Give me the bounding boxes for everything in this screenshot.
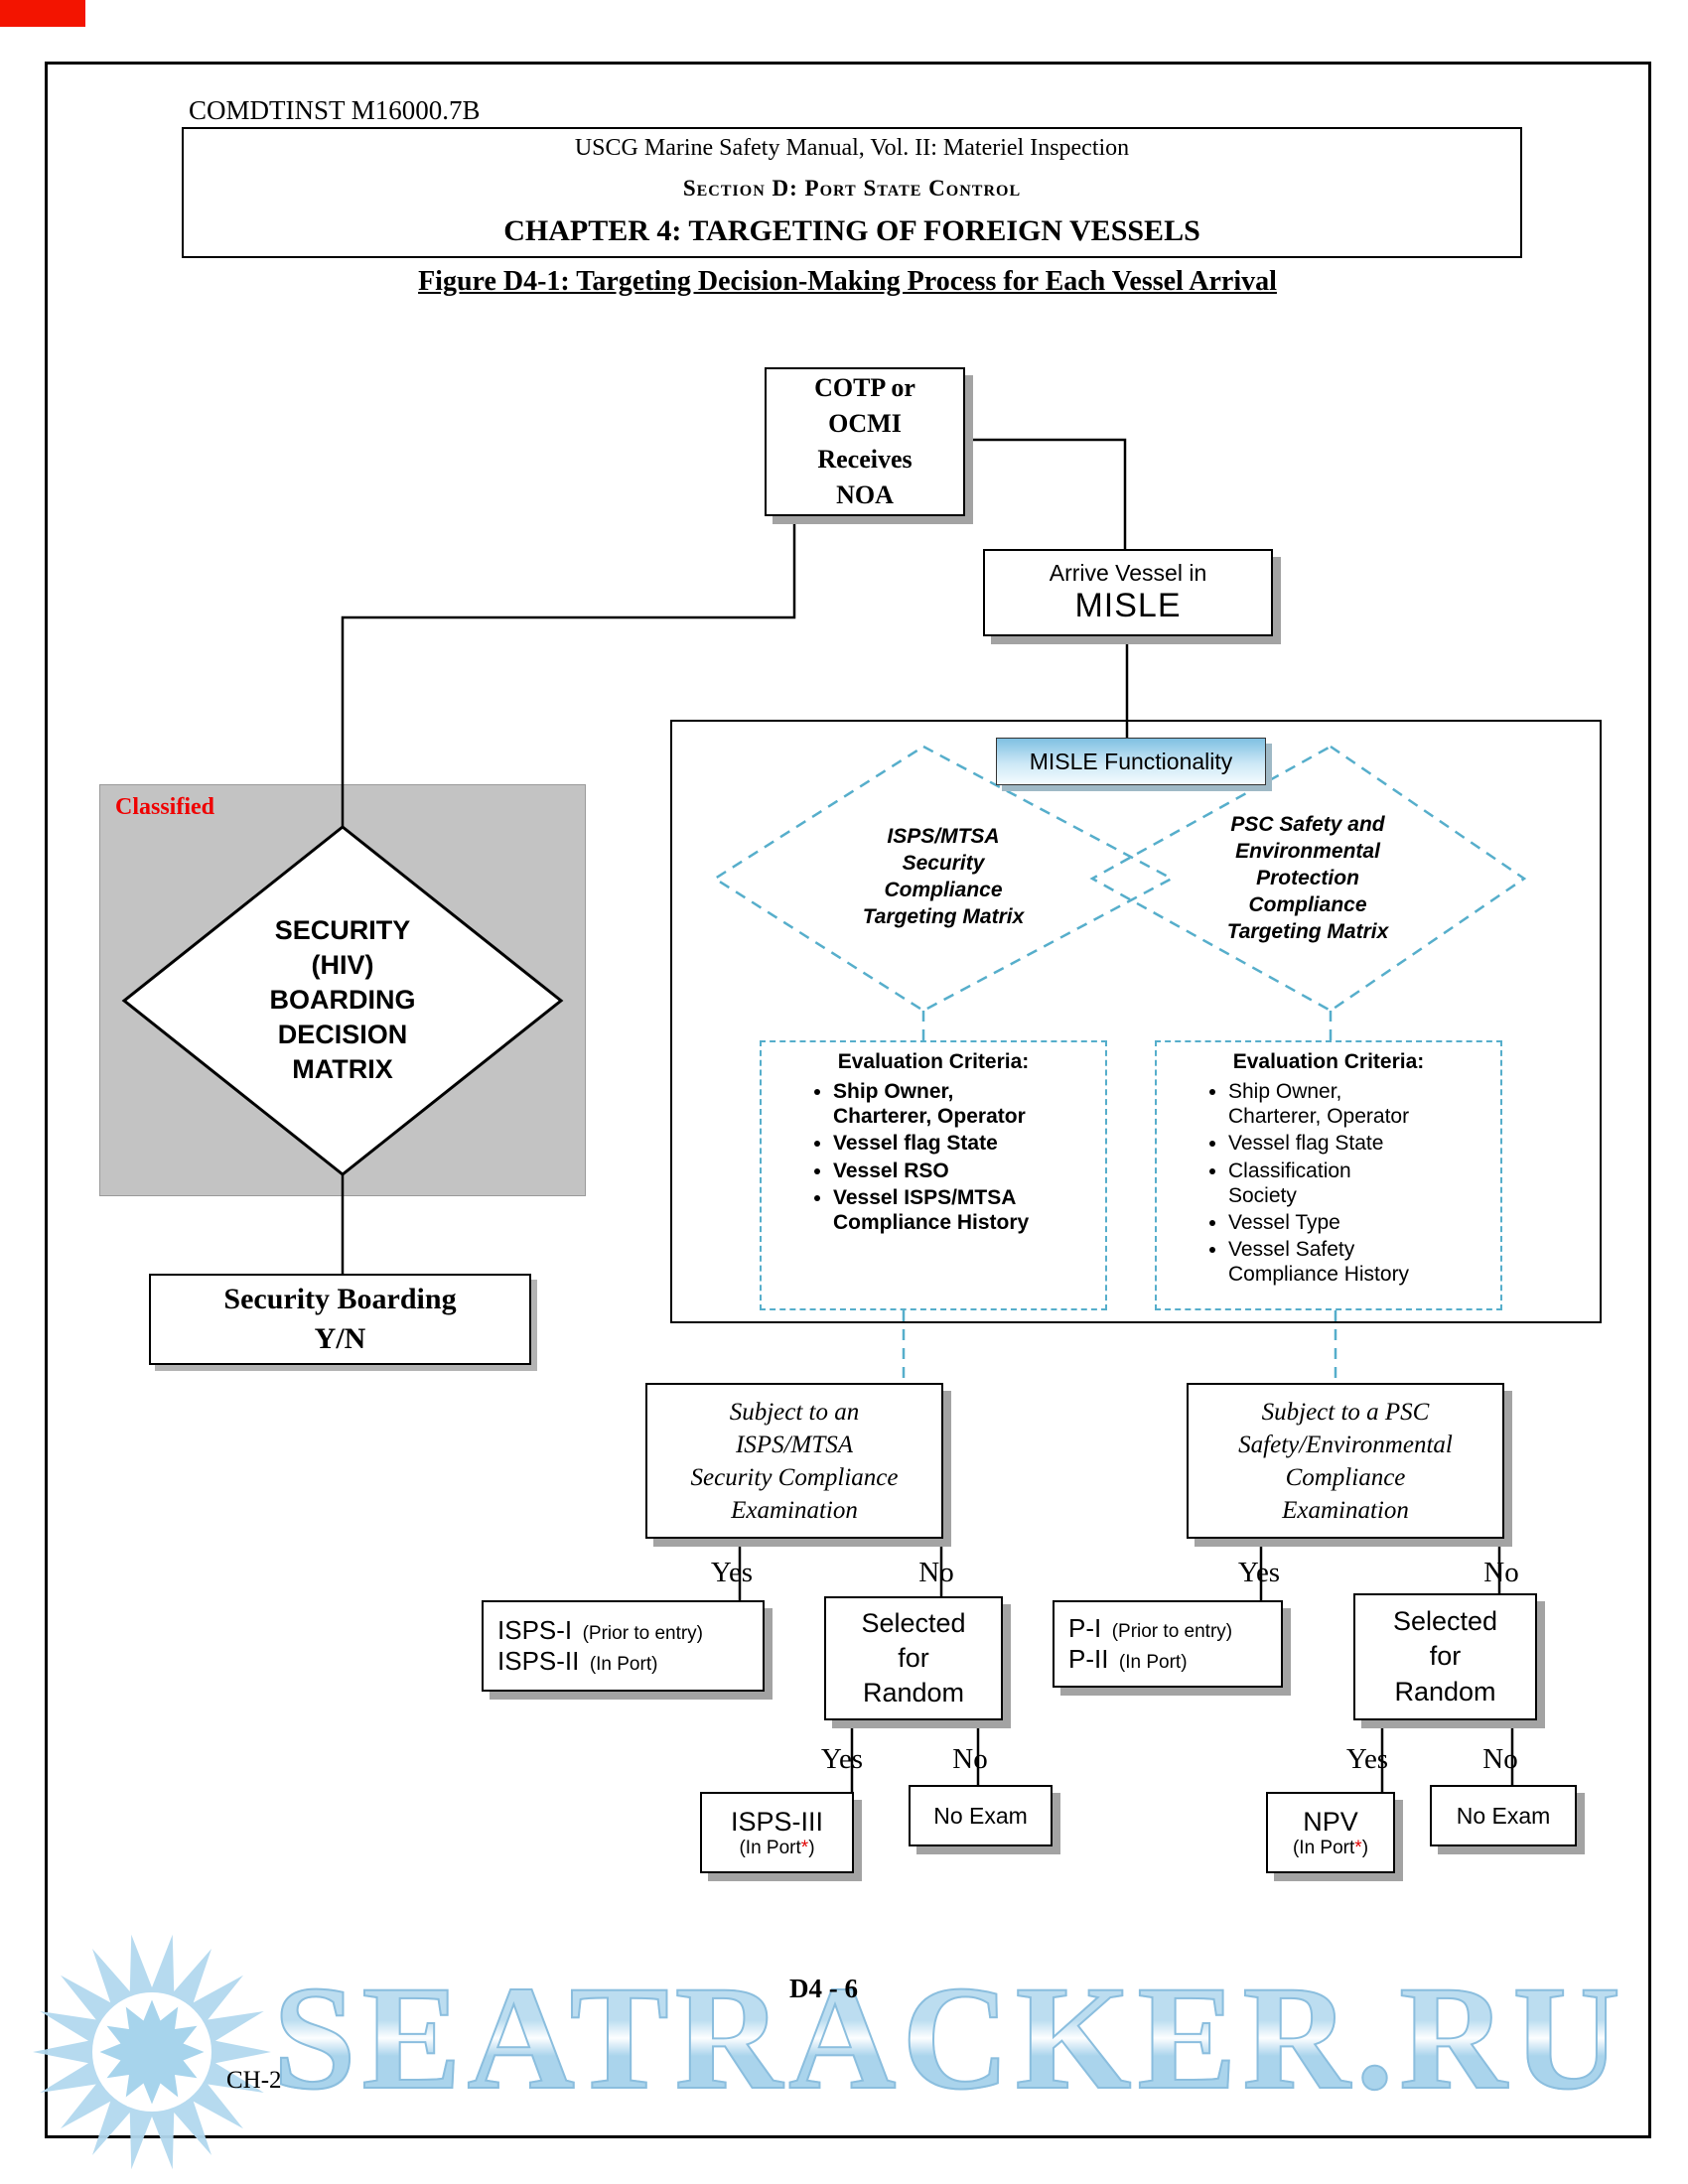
security-boarding-decision-matrix-label: SECURITY (HIV) BOARDING DECISION MATRIX xyxy=(269,915,416,1085)
misle-functionality-container xyxy=(670,720,1602,1323)
psc-matrix-diamond-label: PSC Safety and Environmental Protection … xyxy=(1226,813,1389,943)
npv-note-asterisk: * xyxy=(1354,1837,1362,1858)
isps-3-note-asterisk: * xyxy=(800,1837,809,1858)
p-1-row: P-I (Prior to entry) xyxy=(1068,1613,1232,1644)
p-2-label: P-II xyxy=(1068,1644,1109,1674)
page-number: D4 - 6 xyxy=(789,1974,858,2003)
criteria-bullet: Classification Society xyxy=(1228,1159,1500,1208)
isps-3-note-post: ) xyxy=(808,1837,815,1858)
chapter-title: CHAPTER 4: TARGETING OF FOREIGN VESSELS xyxy=(503,214,1200,247)
no-exam-left-box: No Exam xyxy=(909,1785,1053,1846)
isps-1-note: (Prior to entry) xyxy=(582,1623,704,1644)
red-corner-mark xyxy=(0,0,85,27)
misle-line: MISLE xyxy=(1074,587,1182,624)
subject-isps-exam-box: Subject to an ISPS/MTSA Security Complia… xyxy=(645,1383,943,1539)
yes-label-selected-right: Yes xyxy=(1345,1743,1389,1775)
no-label-subject-right: No xyxy=(1483,1557,1519,1588)
p-1-note: (Prior to entry) xyxy=(1111,1621,1233,1642)
comdtinst-number: COMDTINST M16000.7B xyxy=(189,95,481,125)
isps-3-label: ISPS-III xyxy=(730,1806,824,1837)
criteria-bullet: Vessel RSO xyxy=(833,1159,1105,1183)
isps-matrix-diamond-label: ISPS/MTSA Security Compliance Targeting … xyxy=(862,825,1025,928)
isps-2-note: (In Port) xyxy=(589,1654,658,1675)
watermark-sun-core xyxy=(119,2019,185,2085)
criteria-bullet: Vessel flag State xyxy=(833,1131,1105,1156)
page-border xyxy=(45,62,1651,2138)
no-label-selected-left: No xyxy=(952,1743,988,1775)
p-1-label: P-I xyxy=(1068,1613,1102,1643)
isps-2-label: ISPS-II xyxy=(497,1646,580,1676)
watermark-sun-logo xyxy=(33,1934,271,2170)
classified-label: Classified xyxy=(115,794,215,820)
evaluation-criteria-left-list: Ship Owner, Charterer, OperatorVessel fl… xyxy=(762,1079,1105,1235)
yes-label-subject-right: Yes xyxy=(1237,1557,1281,1588)
evaluation-criteria-left-title: Evaluation Criteria: xyxy=(837,1050,1030,1073)
criteria-bullet: Ship Owner, Charterer, Operator xyxy=(1228,1079,1500,1129)
npv-label: NPV xyxy=(1303,1806,1358,1837)
npv-note: (In Port*) xyxy=(1293,1838,1368,1859)
no-label-subject-left: No xyxy=(918,1557,954,1588)
misle-functionality-banner: MISLE Functionality xyxy=(996,738,1266,785)
no-exam-right-box: No Exam xyxy=(1430,1785,1577,1846)
isps-3-note: (In Port*) xyxy=(739,1838,814,1859)
isps-2-row: ISPS-II (In Port) xyxy=(497,1646,657,1677)
yes-label-subject-left: Yes xyxy=(710,1557,754,1588)
criteria-bullet: Vessel Type xyxy=(1228,1210,1500,1235)
no-label-selected-right: No xyxy=(1482,1743,1518,1775)
watermark-text: SEATRACKER.RU xyxy=(272,1956,1626,2120)
figure-title: Figure D4-1: Targeting Decision-Making P… xyxy=(45,266,1650,298)
change-number: CH-2 xyxy=(226,2067,282,2094)
header-box: USCG Marine Safety Manual, Vol. II: Mate… xyxy=(182,127,1522,258)
criteria-bullet: Vessel Safety Compliance History xyxy=(1228,1237,1500,1287)
selected-for-random-right-box: Selected for Random xyxy=(1353,1593,1537,1720)
figure-title-text: Figure D4-1: Targeting Decision-Making P… xyxy=(418,266,1277,297)
security-boarding-yn-box: Security Boarding Y/N xyxy=(149,1274,531,1365)
npv-note-post: ) xyxy=(1361,1837,1369,1858)
p-2-row: P-II (In Port) xyxy=(1068,1644,1188,1675)
p-2-note: (In Port) xyxy=(1118,1652,1188,1673)
evaluation-criteria-left-box: Evaluation Criteria: Ship Owner, Charter… xyxy=(760,1040,1107,1310)
criteria-bullet: Vessel ISPS/MTSA Compliance History xyxy=(833,1185,1105,1235)
criteria-bullet: Ship Owner, Charterer, Operator xyxy=(833,1079,1105,1129)
evaluation-criteria-right-title: Evaluation Criteria: xyxy=(1232,1050,1425,1073)
subject-psc-exam-box: Subject to a PSC Safety/Environmental Co… xyxy=(1187,1383,1504,1539)
evaluation-criteria-right-list: Ship Owner, Charterer, OperatorVessel fl… xyxy=(1157,1079,1500,1288)
isps-3-note-pre: (In Port xyxy=(739,1837,801,1858)
evaluation-criteria-right-box: Evaluation Criteria: Ship Owner, Charter… xyxy=(1155,1040,1502,1310)
criteria-bullet: Vessel flag State xyxy=(1228,1131,1500,1156)
selected-for-random-left-box: Selected for Random xyxy=(824,1596,1003,1720)
cotp-receives-noa-box: COTP or OCMI Receives NOA xyxy=(765,367,965,516)
p-1-2-exam-box: P-I (Prior to entry) P-II (In Port) xyxy=(1053,1600,1283,1688)
isps-1-label: ISPS-I xyxy=(497,1615,573,1645)
arrive-vessel-misle-box: Arrive Vessel in MISLE xyxy=(983,549,1273,636)
isps-1-2-exam-box: ISPS-I (Prior to entry) ISPS-II (In Port… xyxy=(482,1600,765,1692)
manual-title: USCG Marine Safety Manual, Vol. II: Mate… xyxy=(574,135,1130,161)
isps-1-row: ISPS-I (Prior to entry) xyxy=(497,1615,703,1646)
npv-exam-box: NPV (In Port*) xyxy=(1266,1792,1395,1873)
isps-3-exam-box: ISPS-III (In Port*) xyxy=(700,1792,854,1873)
yes-label-selected-left: Yes xyxy=(820,1743,864,1775)
arrive-vessel-line: Arrive Vessel in xyxy=(1049,560,1207,586)
npv-note-pre: (In Port xyxy=(1292,1837,1355,1858)
section-title: Section D: Port State Control xyxy=(682,175,1022,201)
